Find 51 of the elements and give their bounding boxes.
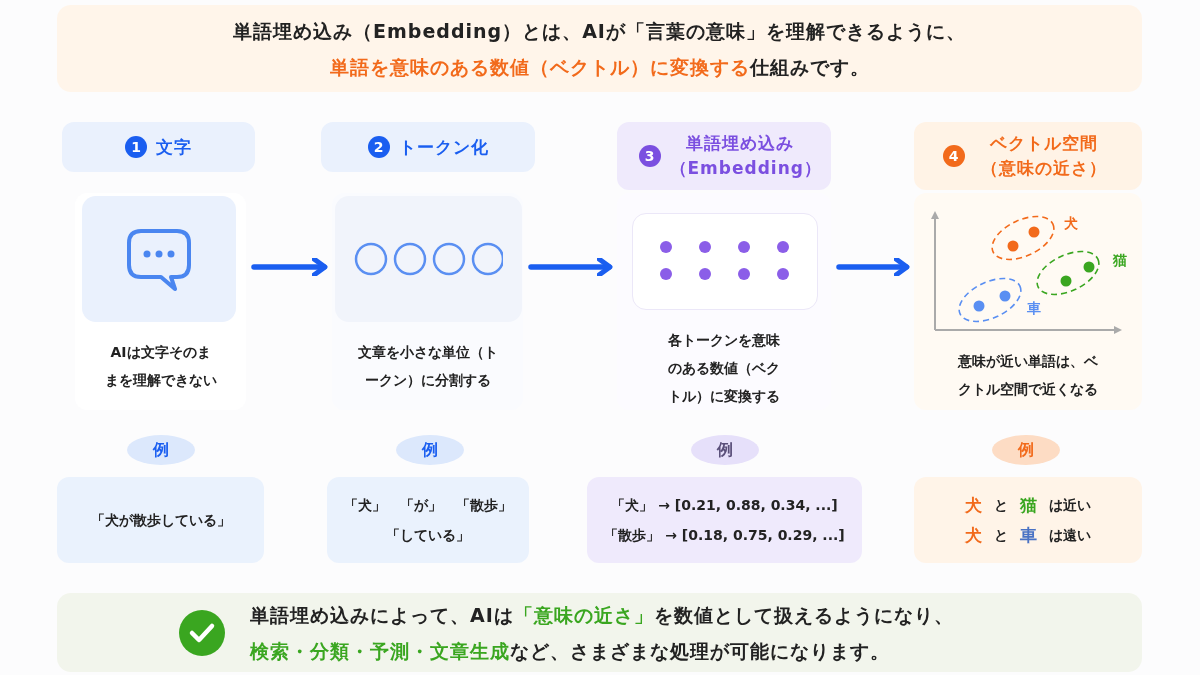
banner-text: など、さまざまな処理が可能になります。: [510, 638, 890, 664]
example-text: 「している」: [386, 526, 470, 545]
summary-banner: [57, 593, 1142, 672]
example-pill: 例: [992, 435, 1060, 465]
arrow: [836, 256, 910, 278]
example-text: 車: [1020, 524, 1037, 547]
card-text: 各トークンを意味のある数値（ベクトル）に変換する: [667, 331, 781, 406]
example-text: 「散歩」 → [0.18, 0.75, 0.29, ...]: [604, 526, 845, 545]
step-title: トークン化: [398, 135, 489, 159]
step-header: [914, 122, 1142, 190]
cluster-label: 車: [1027, 300, 1041, 318]
card-text: 文章を小さな単位（トークン）に分割する: [356, 343, 499, 390]
banner-text: 単語を意味のある数値（ベクトル）に変換する: [329, 54, 750, 80]
cluster-label: 猫: [1113, 252, 1127, 270]
example-text: 犬: [965, 494, 982, 517]
banner-text: 「意味の近さ」: [513, 602, 654, 628]
number-badge: 4: [942, 145, 965, 167]
cluster-label: 犬: [1064, 215, 1078, 233]
example-text: と: [994, 526, 1008, 545]
arrow: [528, 256, 613, 278]
example-text: 「犬」: [344, 496, 386, 515]
banner-text: 仕組みです。: [749, 54, 870, 80]
step-title: ベクトル空間（意味の近さ）: [979, 132, 1108, 180]
example-pill: 例: [691, 435, 759, 465]
step-header: [321, 122, 535, 172]
step-header: [617, 122, 831, 190]
example-text: 犬: [965, 524, 982, 547]
example-pill: 例: [396, 435, 464, 465]
banner-text: を数値として扱えるようになり、: [653, 602, 954, 628]
step-card: [914, 193, 1142, 410]
step-title: 単語埋め込み（Embedding）: [669, 132, 810, 180]
example-text: 猫: [1020, 494, 1037, 517]
example-text: は近い: [1049, 496, 1091, 515]
card-text: AIは文字そのままを理解できない: [103, 343, 218, 390]
banner-text: 検索・分類・予測・文章生成: [250, 638, 510, 664]
step-title: 文字: [156, 135, 192, 159]
number-badge: 1: [125, 136, 147, 158]
number-badge: 2: [367, 136, 390, 158]
number-badge: 3: [638, 145, 661, 167]
example-text: と: [994, 496, 1008, 515]
example-text: 「犬が散歩している」: [90, 511, 231, 530]
card-text: 意味が近い単語は、ベクトル空間で近くなる: [956, 352, 1099, 399]
banner-text: 単語埋め込みによって、AIは: [250, 602, 514, 628]
example-text: 「犬」 → [0.21, 0.88, 0.34, ...]: [611, 496, 838, 515]
example-text: 「散歩」: [456, 496, 512, 515]
banner-text: 単語埋め込み（Embedding）とは、AIが「言葉の意味」を理解できるように、: [233, 18, 966, 44]
step-header: [62, 122, 255, 172]
example-text: は遠い: [1049, 526, 1091, 545]
arrow: [251, 256, 328, 278]
example-pill: 例: [127, 435, 195, 465]
example-text: 「が」: [400, 496, 442, 515]
